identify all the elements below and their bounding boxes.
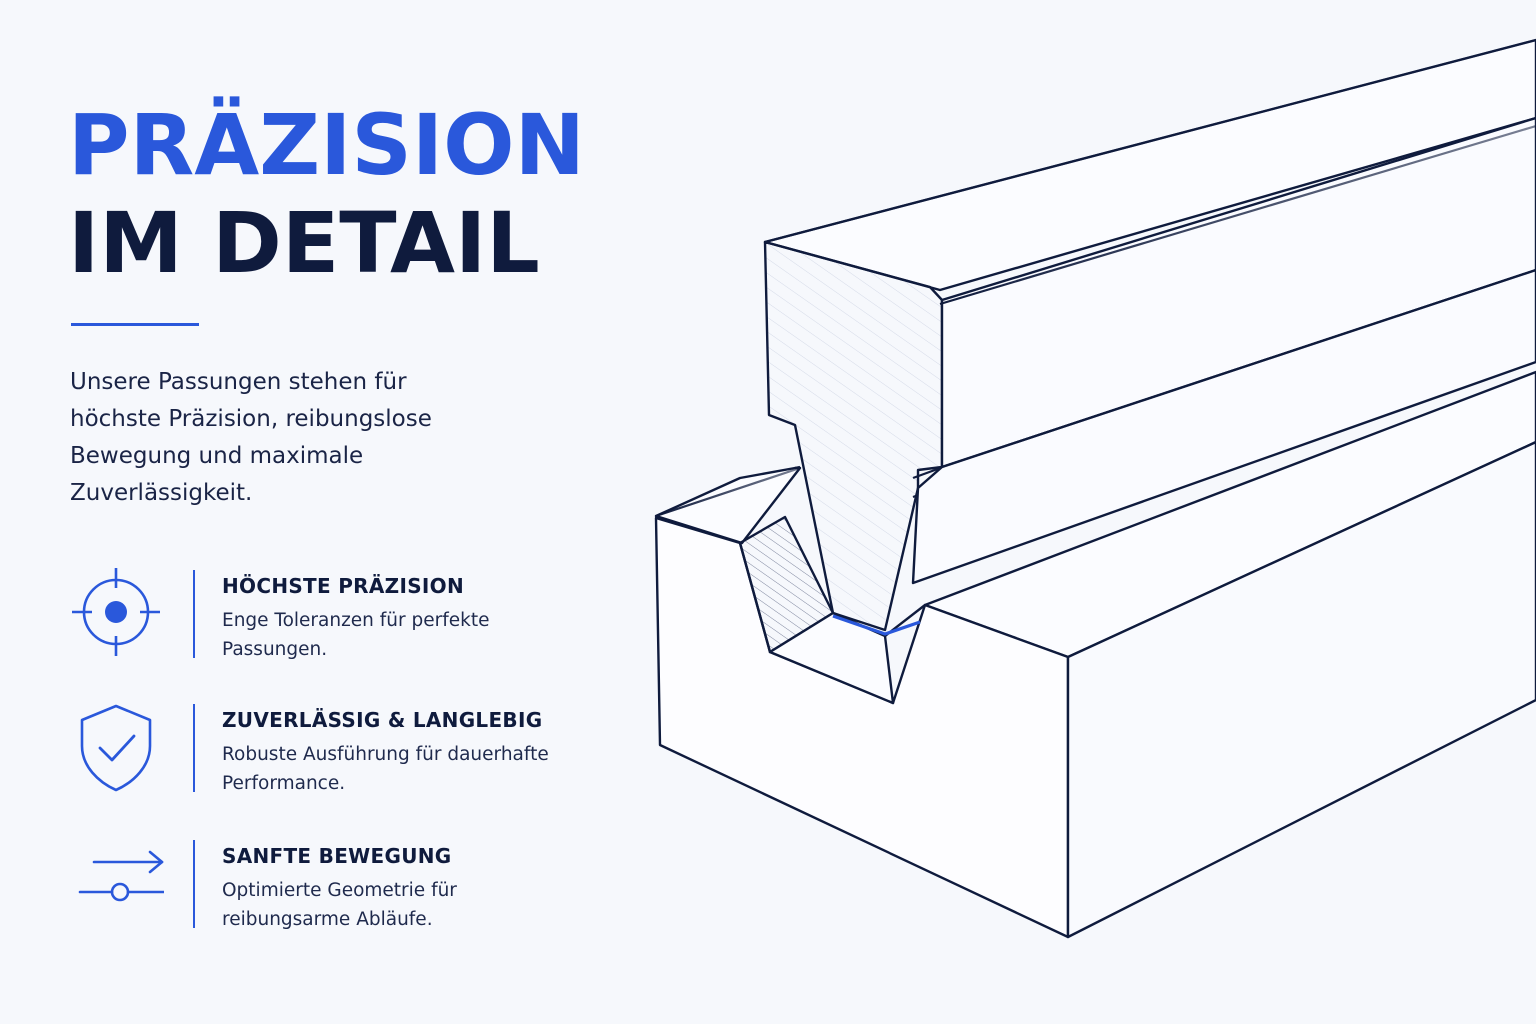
feature-divider (193, 840, 195, 928)
top-rail (763, 38, 1536, 632)
rail-receding-edges (764, 38, 1536, 469)
feature-title: HÖCHSTE PRÄZISION (222, 574, 464, 598)
page-title: PRÄZISION IM DETAIL (68, 96, 585, 292)
rail-lower-step (911, 268, 1536, 585)
feature-divider (193, 570, 195, 658)
title-divider (71, 323, 199, 326)
title-line-accent: PRÄZISION (68, 96, 585, 194)
intro-paragraph: Unsere Passungen stehen für höchste Präz… (70, 369, 432, 506)
feature-motion: SANFTE BEWEGUNG Optimierte Geometrie für… (60, 836, 580, 932)
groove (738, 515, 926, 705)
shield-check-icon (80, 704, 152, 792)
feature-reliability: ZUVERLÄSSIG & LANGLEBIG Robuste Ausführu… (60, 700, 580, 796)
base-right-face (1066, 440, 1536, 939)
feature-description: Optimierte Geometrie für reibungsarme Ab… (222, 880, 457, 930)
motion-arrow-icon (78, 850, 164, 902)
feature-title: SANFTE BEWEGUNG (222, 844, 452, 868)
feature-description: Enge Toleranzen für perfekte Passungen. (222, 610, 490, 660)
rail-side-face (940, 116, 1536, 469)
contact-highlight (832, 614, 921, 636)
feature-divider (193, 704, 195, 792)
feature-description: Robuste Ausführung für dauerhafte Perfor… (222, 744, 549, 794)
crosshair-icon (72, 568, 160, 656)
feature-precision: HÖCHSTE PRÄZISION Enge Toleranzen für pe… (60, 566, 580, 662)
feature-title: ZUVERLÄSSIG & LANGLEBIG (222, 708, 543, 732)
title-line-main: IM DETAIL (68, 194, 540, 292)
base-block (654, 370, 1536, 939)
